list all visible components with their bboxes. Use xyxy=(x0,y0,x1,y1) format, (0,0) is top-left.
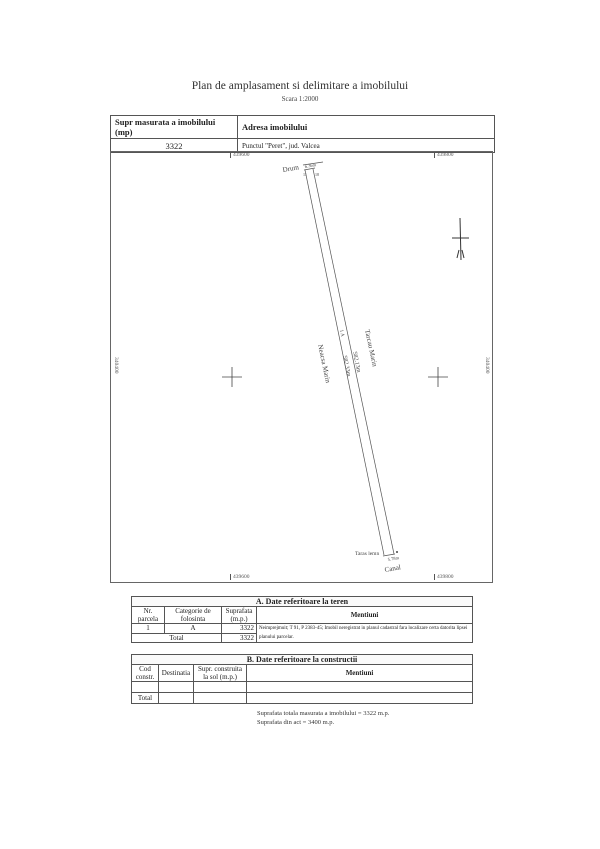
area-value: 3322 xyxy=(110,138,238,153)
col-header: Mentiuni xyxy=(256,606,473,624)
total-label: Total xyxy=(131,632,222,643)
north-arrow-icon xyxy=(452,217,469,261)
col-header: Suprafata (m.p.) xyxy=(221,606,257,624)
col-header: Mentiuni xyxy=(246,664,473,682)
col-header: Cod constr. xyxy=(131,664,159,682)
south-neighbor-label: Canal xyxy=(384,563,402,574)
section-a-table: A. Date referitoare la teren Nr. parcela… xyxy=(131,596,473,643)
svg-text:582.33m: 582.33m xyxy=(341,355,351,377)
document-title: Plan de amplasament si delimitare a imob… xyxy=(191,80,409,92)
col-header: Destinatia xyxy=(158,664,194,682)
table-row xyxy=(131,681,473,693)
total-row: Total 3322 xyxy=(131,632,473,643)
parcel-area: 3322 xyxy=(221,623,257,634)
bottom-coord-left: 439600 xyxy=(233,574,250,580)
total-label: Total xyxy=(131,692,159,704)
section-a-title: A. Date referitoare la teren xyxy=(131,596,473,607)
parcel-outline xyxy=(302,161,396,557)
grid-tick xyxy=(434,152,435,158)
svg-text:18: 18 xyxy=(315,172,319,177)
grid-tick xyxy=(230,152,231,158)
col-header: Nr. parcela xyxy=(131,606,165,624)
crosshair-icon xyxy=(222,367,448,387)
section-b-table: B. Date referitoare la constructii Cod c… xyxy=(131,654,473,704)
bottom-coord-right: 439800 xyxy=(437,574,454,580)
parcel-category: A xyxy=(164,623,222,634)
total-area-note: Suprafata totala masurata a imobilului =… xyxy=(257,710,390,717)
top-coord-right: 439800 xyxy=(437,152,454,158)
top-coord-left: 439600 xyxy=(233,152,250,158)
svg-text:5.78m: 5.78m xyxy=(387,555,400,562)
svg-text:6.36m: 6.36m xyxy=(304,162,317,169)
total-row: Total xyxy=(131,692,473,704)
table-row: 1 A 3322 Neimprejmuit; T 91, P 2383-45; … xyxy=(131,623,473,643)
area-header: Supr masurata a imobilului (mp) xyxy=(110,115,238,139)
svg-text:Tarcau Marin: Tarcau Marin xyxy=(363,329,379,368)
address-header: Adresa imobilului xyxy=(237,115,495,139)
address-value: Punctul "Peret", jud. Valcea xyxy=(237,138,495,153)
property-header-table: Supr masurata a imobilului (mp) Adresa i… xyxy=(110,115,495,153)
parcel-number: 1 xyxy=(131,623,165,634)
svg-text:11: 11 xyxy=(303,172,307,177)
col-header: Categorie de folosinta xyxy=(164,606,222,624)
total-value: 3322 xyxy=(221,632,257,643)
svg-text:582.13m: 582.13m xyxy=(351,351,361,373)
document-scale: Scara 1:2000 xyxy=(281,95,319,103)
north-neighbor-label: Drum xyxy=(282,163,300,174)
deed-area-note: Suprafata din act = 3400 m.p. xyxy=(257,719,335,726)
section-b-title: B. Date referitoare la constructii xyxy=(131,654,473,665)
grid-tick xyxy=(230,574,231,580)
col-header: Supr. construita la sol (m.p.) xyxy=(193,664,247,682)
svg-text:1 A: 1 A xyxy=(338,329,344,337)
grid-tick xyxy=(434,574,435,580)
parcel-notes: Neimprejmuit; T 91, P 2383-45; Imobil ne… xyxy=(256,623,473,643)
svg-text:Taras lemn: Taras lemn xyxy=(355,551,379,557)
svg-text:Neacsa Marin: Neacsa Marin xyxy=(316,344,332,384)
site-plan-map xyxy=(110,151,493,583)
